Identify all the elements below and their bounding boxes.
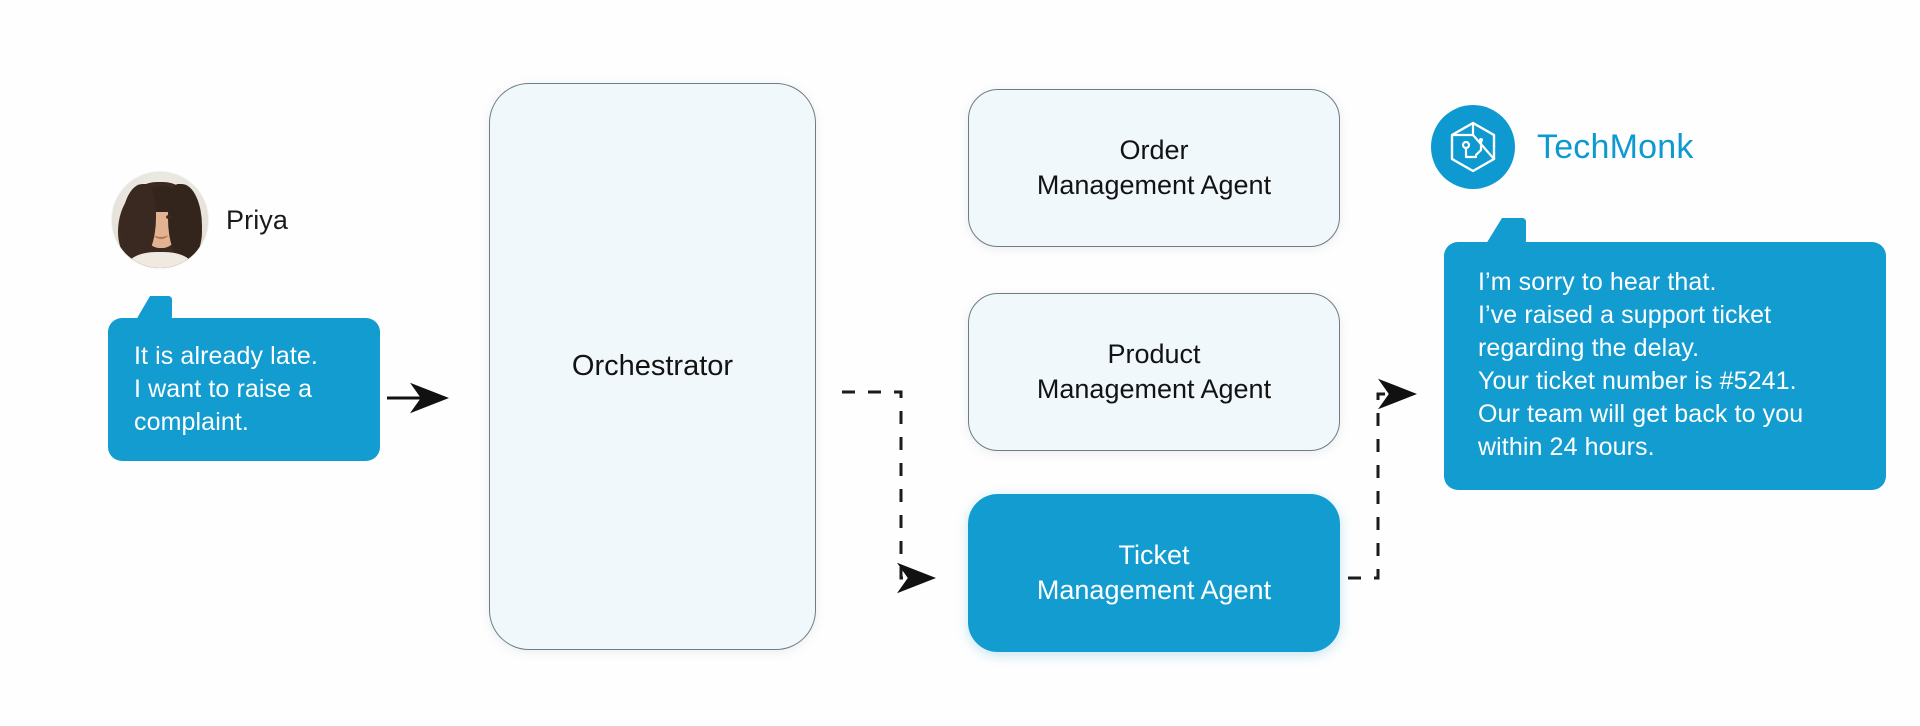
connector-ticket-to-reply xyxy=(1348,378,1417,580)
node-orchestrator-label: Orchestrator xyxy=(571,349,734,382)
bubble-tail-icon xyxy=(1486,218,1526,244)
node-ticket-management-agent-label: Ticket Management Agent xyxy=(1036,540,1272,605)
brand: TechMonk xyxy=(1431,105,1694,189)
node-order-management-agent-label: Order Management Agent xyxy=(1036,135,1272,200)
avatar xyxy=(112,172,208,268)
brand-name: TechMonk xyxy=(1537,127,1694,166)
agent-reply-bubble: I’m sorry to hear that. I’ve raised a su… xyxy=(1444,218,1886,490)
node-ticket-management-agent[interactable]: Ticket Management Agent xyxy=(968,494,1340,652)
user-message-text: It is already late. I want to raise a co… xyxy=(134,342,318,436)
node-product-management-agent[interactable]: Product Management Agent xyxy=(968,293,1340,451)
node-orchestrator[interactable]: Orchestrator xyxy=(489,83,816,650)
persona: Priya xyxy=(112,172,288,268)
node-order-management-agent[interactable]: Order Management Agent xyxy=(968,89,1340,247)
connector-orchestrator-to-ticket xyxy=(842,390,936,594)
agent-reply-text: I’m sorry to hear that. I’ve raised a su… xyxy=(1478,268,1804,461)
user-message-bubble: It is already late. I want to raise a co… xyxy=(108,296,380,461)
persona-name: Priya xyxy=(226,204,289,235)
node-product-management-agent-label: Product Management Agent xyxy=(1036,339,1272,404)
bubble-tail-icon xyxy=(136,296,172,320)
techmonk-logo-icon xyxy=(1431,105,1515,189)
